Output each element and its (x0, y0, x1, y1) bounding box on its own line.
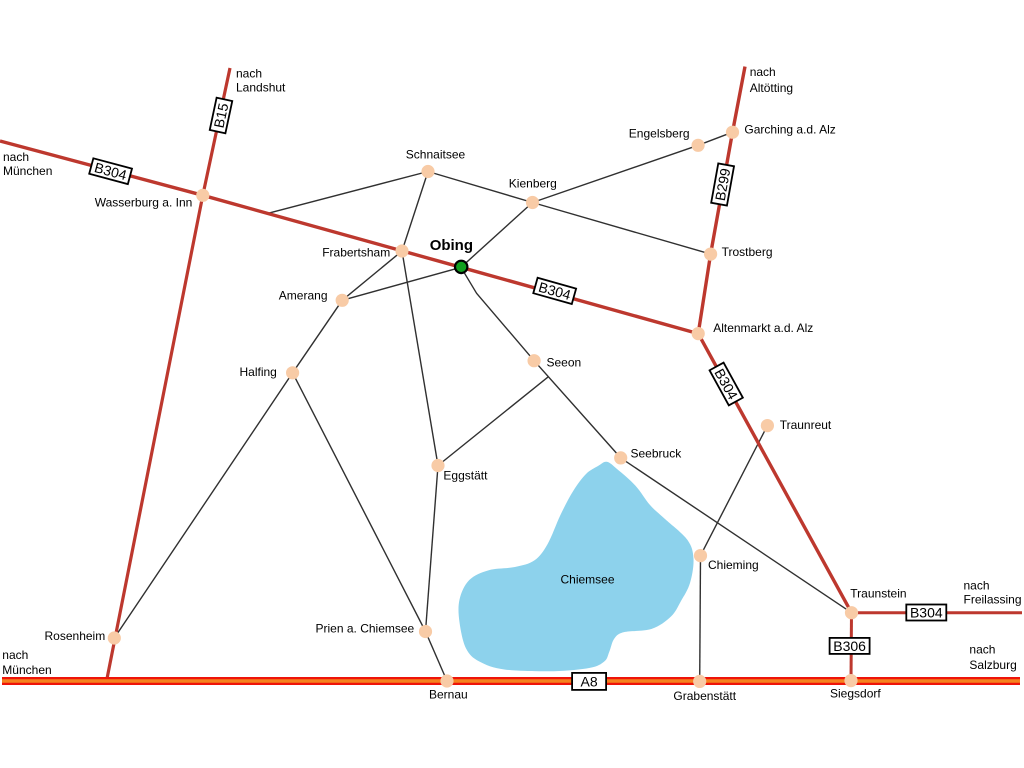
svg-text:Chiemsee: Chiemsee (561, 572, 615, 586)
svg-text:Seebruck: Seebruck (631, 446, 683, 460)
svg-text:Schnaitsee: Schnaitsee (406, 148, 466, 162)
svg-text:B15: B15 (211, 101, 232, 129)
svg-text:Kienberg: Kienberg (509, 176, 557, 190)
svg-text:München: München (3, 164, 52, 178)
svg-text:Rosenheim: Rosenheim (45, 629, 106, 643)
svg-text:nach: nach (3, 150, 29, 164)
svg-text:Trostberg: Trostberg (722, 245, 773, 259)
svg-text:B304: B304 (910, 605, 943, 621)
svg-text:Siegsdorf: Siegsdorf (830, 687, 881, 701)
svg-text:Traunstein: Traunstein (850, 587, 906, 601)
svg-text:Grabenstätt: Grabenstätt (673, 689, 736, 703)
svg-text:Landshut: Landshut (236, 81, 286, 95)
svg-text:Halfing: Halfing (240, 365, 277, 379)
svg-text:Obing: Obing (430, 237, 473, 254)
svg-text:Bernau: Bernau (429, 687, 468, 701)
svg-text:Prien a. Chiemsee: Prien a. Chiemsee (316, 621, 415, 635)
svg-text:A8: A8 (581, 673, 598, 689)
svg-text:Amerang: Amerang (279, 289, 328, 303)
svg-text:Seeon: Seeon (547, 355, 582, 369)
svg-text:Altötting: Altötting (750, 81, 793, 95)
svg-text:Traunreut: Traunreut (780, 418, 832, 432)
svg-text:Engelsberg: Engelsberg (629, 126, 690, 140)
svg-text:nach: nach (750, 65, 776, 79)
svg-text:Garching a.d. Alz: Garching a.d. Alz (744, 122, 835, 136)
svg-text:nach: nach (2, 648, 28, 662)
svg-text:Frabertsham: Frabertsham (322, 246, 390, 260)
svg-text:nach: nach (236, 67, 262, 81)
svg-text:Chieming: Chieming (708, 558, 759, 572)
svg-text:B299: B299 (712, 167, 734, 202)
svg-text:Salzburg: Salzburg (969, 658, 1016, 672)
svg-text:Eggstätt: Eggstätt (443, 468, 488, 482)
svg-text:nach: nach (969, 643, 995, 657)
svg-text:München: München (2, 663, 51, 677)
svg-text:Wasserburg a. Inn: Wasserburg a. Inn (95, 195, 193, 209)
svg-text:Altenmarkt a.d. Alz: Altenmarkt a.d. Alz (713, 321, 813, 335)
svg-text:B306: B306 (833, 638, 866, 654)
svg-text:nach: nach (964, 578, 990, 592)
svg-text:Freilassing: Freilassing (964, 593, 1022, 607)
